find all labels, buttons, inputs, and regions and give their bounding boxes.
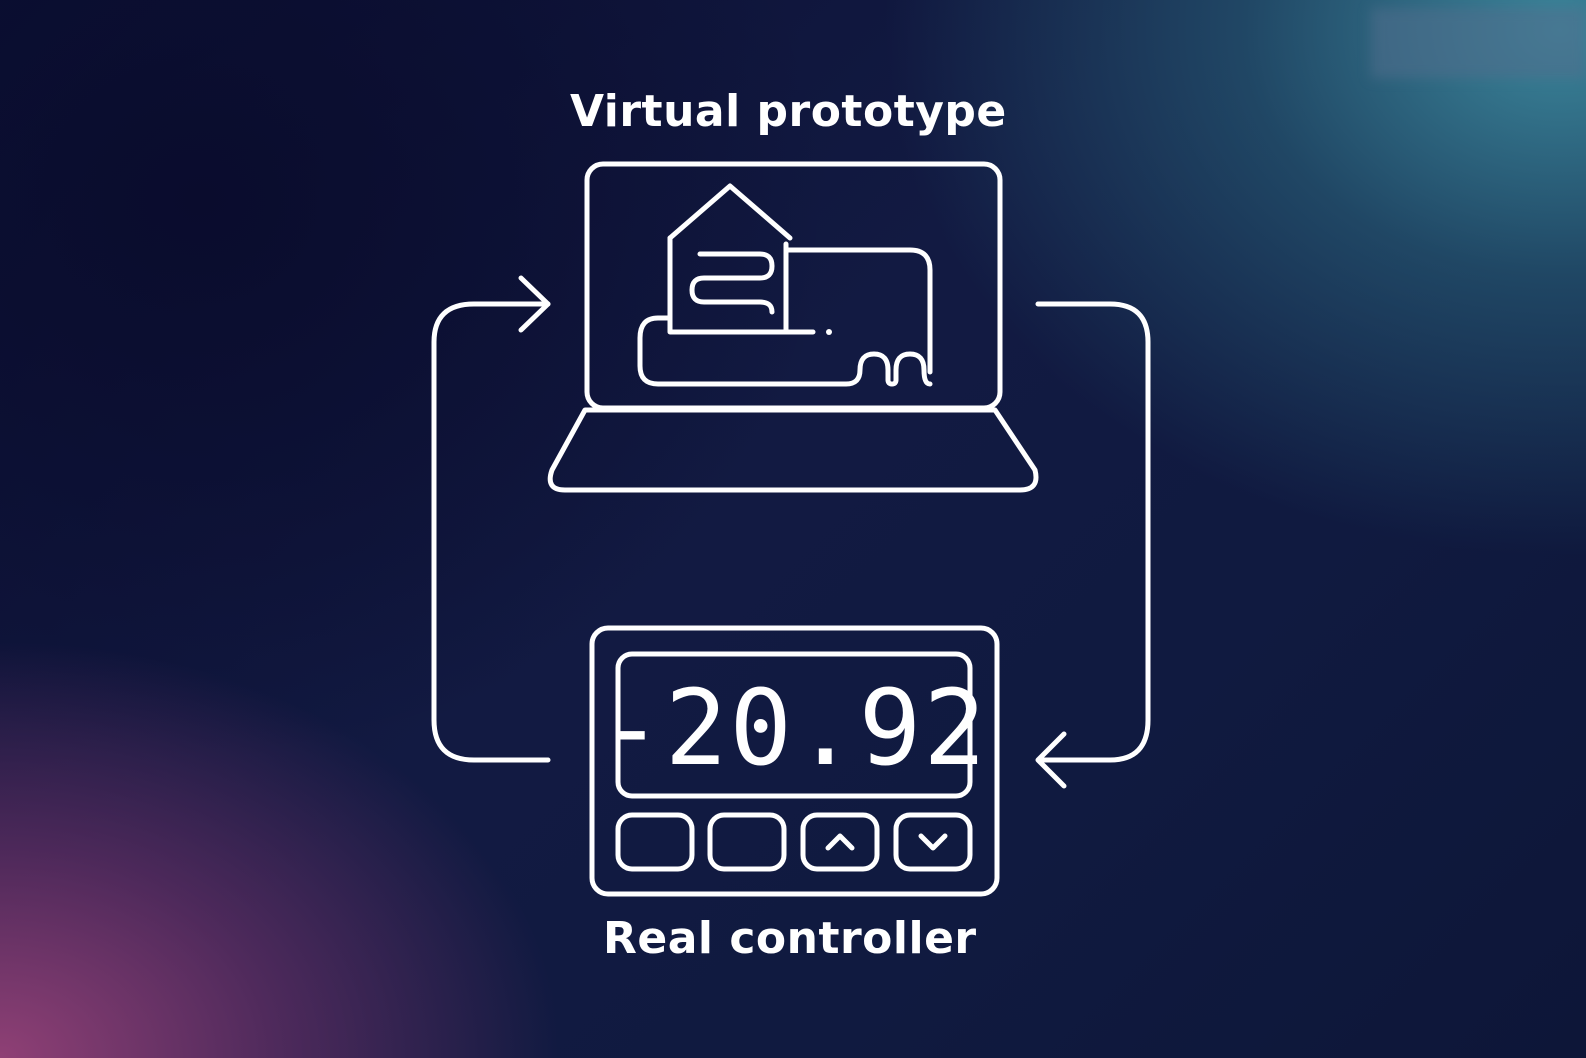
laptop-screen bbox=[584, 161, 1003, 411]
laptop-base bbox=[547, 407, 1039, 493]
arrow-right-head bbox=[1035, 731, 1067, 789]
pipe-right bbox=[783, 247, 933, 375]
arrow-left-head bbox=[518, 275, 551, 333]
building-model-icon bbox=[637, 183, 933, 387]
controller-button-down bbox=[893, 812, 973, 872]
arrow-left-path bbox=[431, 301, 551, 763]
real-controller-label: Real controller bbox=[603, 913, 977, 964]
controller-display bbox=[615, 651, 973, 799]
house-walls bbox=[667, 235, 789, 335]
house-roof bbox=[667, 183, 793, 241]
chevron-down-icon bbox=[918, 833, 948, 851]
controller-button-2 bbox=[707, 812, 787, 872]
controller-button-up bbox=[800, 812, 880, 872]
controller-body bbox=[589, 625, 1000, 897]
arrow-to-controller bbox=[1035, 301, 1151, 789]
controller-display-value: -20.92 bbox=[600, 667, 988, 789]
corner-blur-patch bbox=[1371, 8, 1586, 78]
chevron-up-icon bbox=[825, 833, 855, 851]
arrow-to-laptop bbox=[431, 275, 551, 763]
controller-icon: -20.92 bbox=[589, 625, 1000, 897]
virtual-prototype-label: Virtual prototype bbox=[570, 86, 1007, 137]
laptop-icon bbox=[547, 161, 1039, 493]
arrow-right-path bbox=[1035, 301, 1151, 763]
controller-button-1 bbox=[615, 812, 695, 872]
heating-coil bbox=[689, 251, 775, 315]
pipe-dot bbox=[826, 329, 832, 335]
heat-pipe-loop bbox=[637, 315, 933, 387]
